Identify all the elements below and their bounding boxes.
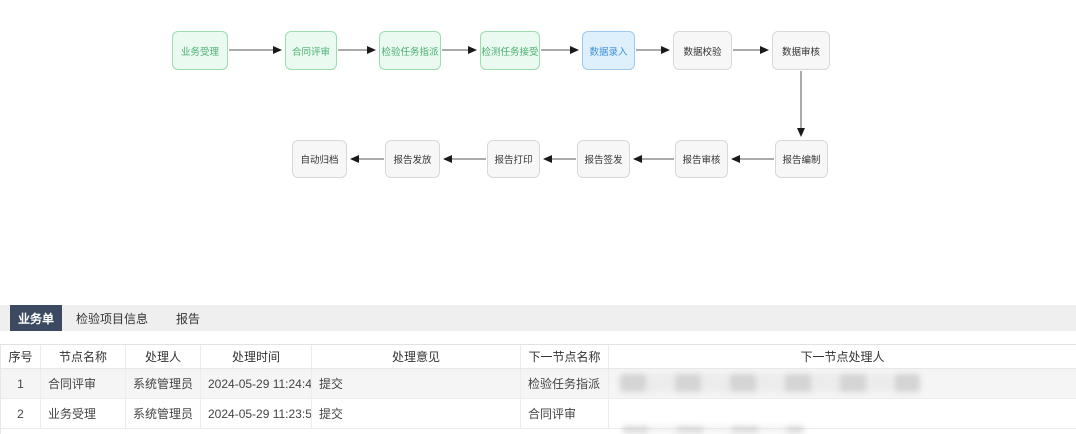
redacted-bottom-blur	[622, 426, 804, 433]
flow-node-data-entry[interactable]: 数据录入	[582, 31, 635, 70]
cell-opinion: 提交	[312, 369, 521, 398]
process-history-table: 序号 节点名称 处理人 处理时间 处理意见 下一节点名称 下一节点处理人 1 合…	[0, 344, 1076, 434]
cell-seq: 2	[1, 399, 41, 428]
cell-node-name: 业务受理	[41, 399, 126, 428]
flow-node-label: 自动归档	[300, 155, 339, 166]
cell-next-handler	[609, 399, 1076, 428]
table-row[interactable]: 2 业务受理 系统管理员 2024-05-29 11:23:58 提交 合同评审	[1, 399, 1076, 429]
flow-node-label: 数据校验	[683, 46, 722, 58]
col-header-opinion: 处理意见	[312, 345, 521, 368]
flow-node-task-assign[interactable]: 检验任务指派	[379, 31, 441, 70]
cell-node-name: 合同评审	[41, 369, 126, 398]
col-header-next-handler: 下一节点处理人	[800, 350, 885, 364]
tab-bar: 业务单 检验项目信息 报告	[0, 305, 1076, 331]
flow-node-task-accept[interactable]: 检测任务接受	[480, 31, 540, 70]
flow-node-label: 报告打印	[494, 155, 533, 166]
flow-node-contract-review[interactable]: 合同评审	[285, 31, 337, 70]
col-header-next-node: 下一节点名称	[521, 345, 609, 368]
next-row-stub	[1, 429, 1076, 434]
cell-handle-time: 2024-05-29 11:24:40	[201, 369, 312, 398]
col-header-handler: 处理人	[126, 345, 201, 368]
flow-node-label: 报告编制	[782, 155, 821, 166]
col-header-handle-time: 处理时间	[201, 345, 312, 368]
col-header-node-name: 节点名称	[41, 345, 126, 368]
flow-node-label: 数据审核	[781, 46, 820, 58]
flow-node-label: 报告签发	[584, 155, 623, 166]
flow-node-label: 检验任务指派	[381, 46, 439, 58]
tab-inspection-items[interactable]: 检验项目信息	[76, 311, 149, 326]
flow-node-label: 业务受理	[180, 46, 219, 58]
cell-handler: 系统管理员	[126, 369, 201, 398]
flow-node-label: 报告发放	[393, 155, 432, 166]
flow-node-report-issue[interactable]: 报告发放	[385, 140, 440, 178]
flow-node-report-print[interactable]: 报告打印	[487, 140, 540, 178]
flow-node-business-accept[interactable]: 业务受理	[172, 31, 228, 70]
flow-arrows	[229, 46, 805, 163]
cell-opinion: 提交	[312, 399, 521, 428]
flow-node-report-audit[interactable]: 报告审核	[675, 140, 728, 178]
redacted-next-handler-blur	[620, 374, 920, 392]
cell-handle-time: 2024-05-29 11:23:58	[201, 399, 312, 428]
flow-node-label: 报告审核	[682, 155, 721, 166]
col-header-seq: 序号	[1, 345, 41, 368]
flow-node-label: 数据录入	[589, 46, 628, 58]
flow-node-data-check[interactable]: 数据校验	[673, 31, 732, 70]
table-header-row: 序号 节点名称 处理人 处理时间 处理意见 下一节点名称 下一节点处理人	[1, 345, 1076, 369]
tab-report[interactable]: 报告	[176, 311, 201, 326]
cell-next-node: 合同评审	[521, 399, 609, 428]
cell-seq: 1	[1, 369, 41, 398]
flow-node-data-audit[interactable]: 数据审核	[772, 31, 830, 70]
flow-node-label: 检测任务接受	[481, 46, 539, 58]
cell-handler: 系统管理员	[126, 399, 201, 428]
flow-node-auto-archive[interactable]: 自动归档	[292, 140, 347, 178]
flow-node-label: 合同评审	[291, 46, 330, 58]
flow-node-report-compile[interactable]: 报告编制	[775, 140, 828, 178]
flow-node-report-sign[interactable]: 报告签发	[577, 140, 630, 178]
cell-next-node: 检验任务指派	[521, 369, 609, 398]
tab-business-order[interactable]: 业务单	[10, 305, 63, 331]
workflow-diagram: 业务受理 合同评审 检验任务指派 检测任务接受 数据录入 数据校验 数据审核 报…	[172, 31, 830, 178]
